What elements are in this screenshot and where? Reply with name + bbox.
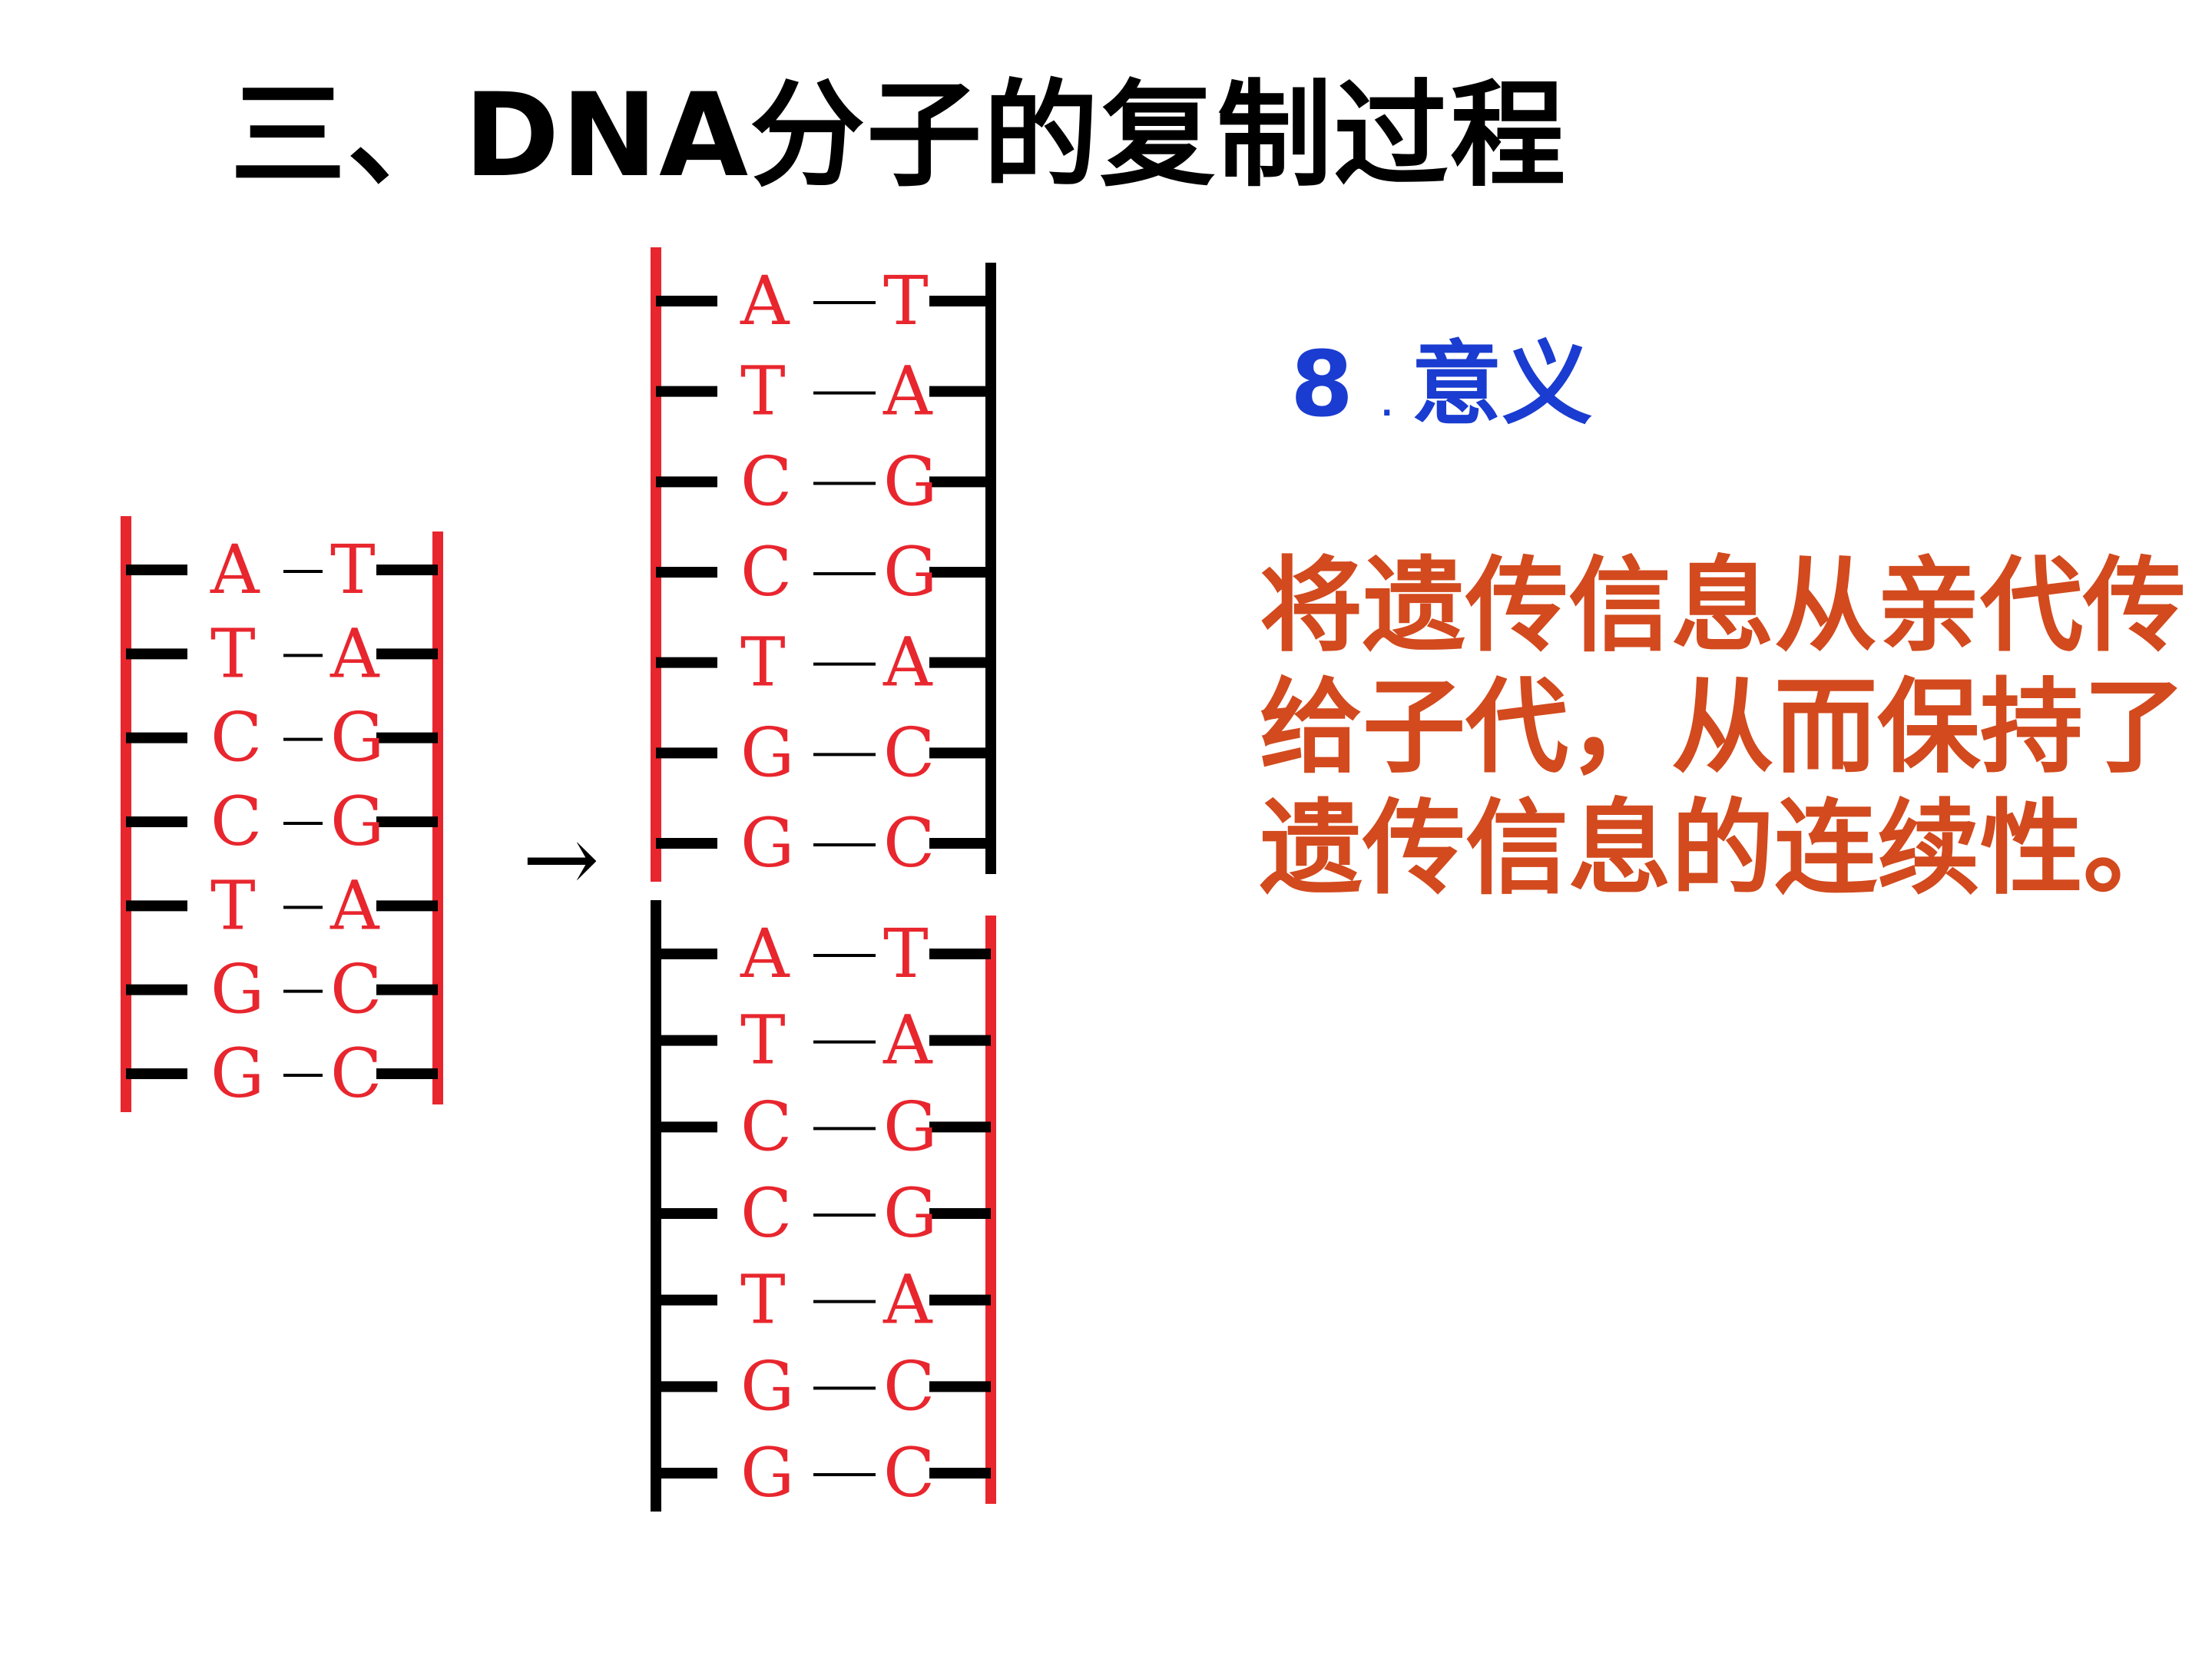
- right-base-label: C: [330, 950, 382, 1029]
- right-base-label: T: [883, 914, 929, 993]
- right-base-label: G: [330, 698, 384, 777]
- section-heading: 8. 意义: [1290, 330, 1592, 439]
- right-base-label: A: [329, 866, 380, 945]
- right-base-label: A: [882, 623, 933, 702]
- right-base-label: C: [330, 1034, 382, 1113]
- left-base-label: C: [740, 1087, 792, 1166]
- right-base-label: A: [882, 1260, 933, 1339]
- replication-arrow: →: [522, 806, 600, 913]
- left-base-label: G: [740, 803, 794, 882]
- left-base-label: G: [210, 950, 264, 1029]
- left-base-label: T: [740, 352, 786, 431]
- left-base-label: A: [740, 261, 790, 340]
- left-base-label: G: [740, 1346, 794, 1426]
- left-base-label: C: [210, 698, 262, 777]
- right-base-label: T: [883, 261, 929, 340]
- left-base-label: T: [740, 623, 786, 702]
- slide-title: 三、DNA分子的复制过程: [230, 69, 1568, 203]
- left-base-label: T: [210, 866, 256, 945]
- right-base-label: C: [883, 803, 935, 882]
- left-base-label: A: [210, 530, 260, 609]
- left-base-label: G: [740, 713, 794, 792]
- meaning-text: 将遗传信息从亲代传给子代，从而保持了遗传信息的连续性。: [1260, 546, 2187, 909]
- heading-number: 8: [1290, 331, 1354, 437]
- right-base-label: G: [883, 1087, 937, 1166]
- right-base-label: T: [330, 530, 376, 609]
- left-base-label: G: [210, 1034, 264, 1113]
- right-base-label: G: [883, 1174, 937, 1253]
- right-base-label: G: [330, 782, 384, 861]
- right-base-label: G: [883, 532, 937, 611]
- left-base-label: G: [740, 1433, 794, 1512]
- left-base-label: T: [740, 1001, 786, 1080]
- heading-label: 意义: [1411, 331, 1593, 437]
- right-base-label: A: [882, 1001, 933, 1080]
- left-base-label: C: [210, 782, 262, 861]
- right-base-label: C: [883, 1346, 935, 1426]
- right-base-label: A: [882, 352, 933, 431]
- right-base-label: C: [883, 1433, 935, 1512]
- heading-dot: .: [1381, 388, 1393, 423]
- right-base-label: G: [883, 442, 937, 521]
- right-base-label: C: [883, 713, 935, 792]
- left-base-label: A: [740, 914, 790, 993]
- left-base-label: C: [740, 532, 792, 611]
- left-base-label: T: [210, 614, 256, 693]
- right-base-label: A: [329, 614, 380, 693]
- left-base-label: T: [740, 1260, 786, 1339]
- left-base-label: C: [740, 1174, 792, 1253]
- left-base-label: C: [740, 442, 792, 521]
